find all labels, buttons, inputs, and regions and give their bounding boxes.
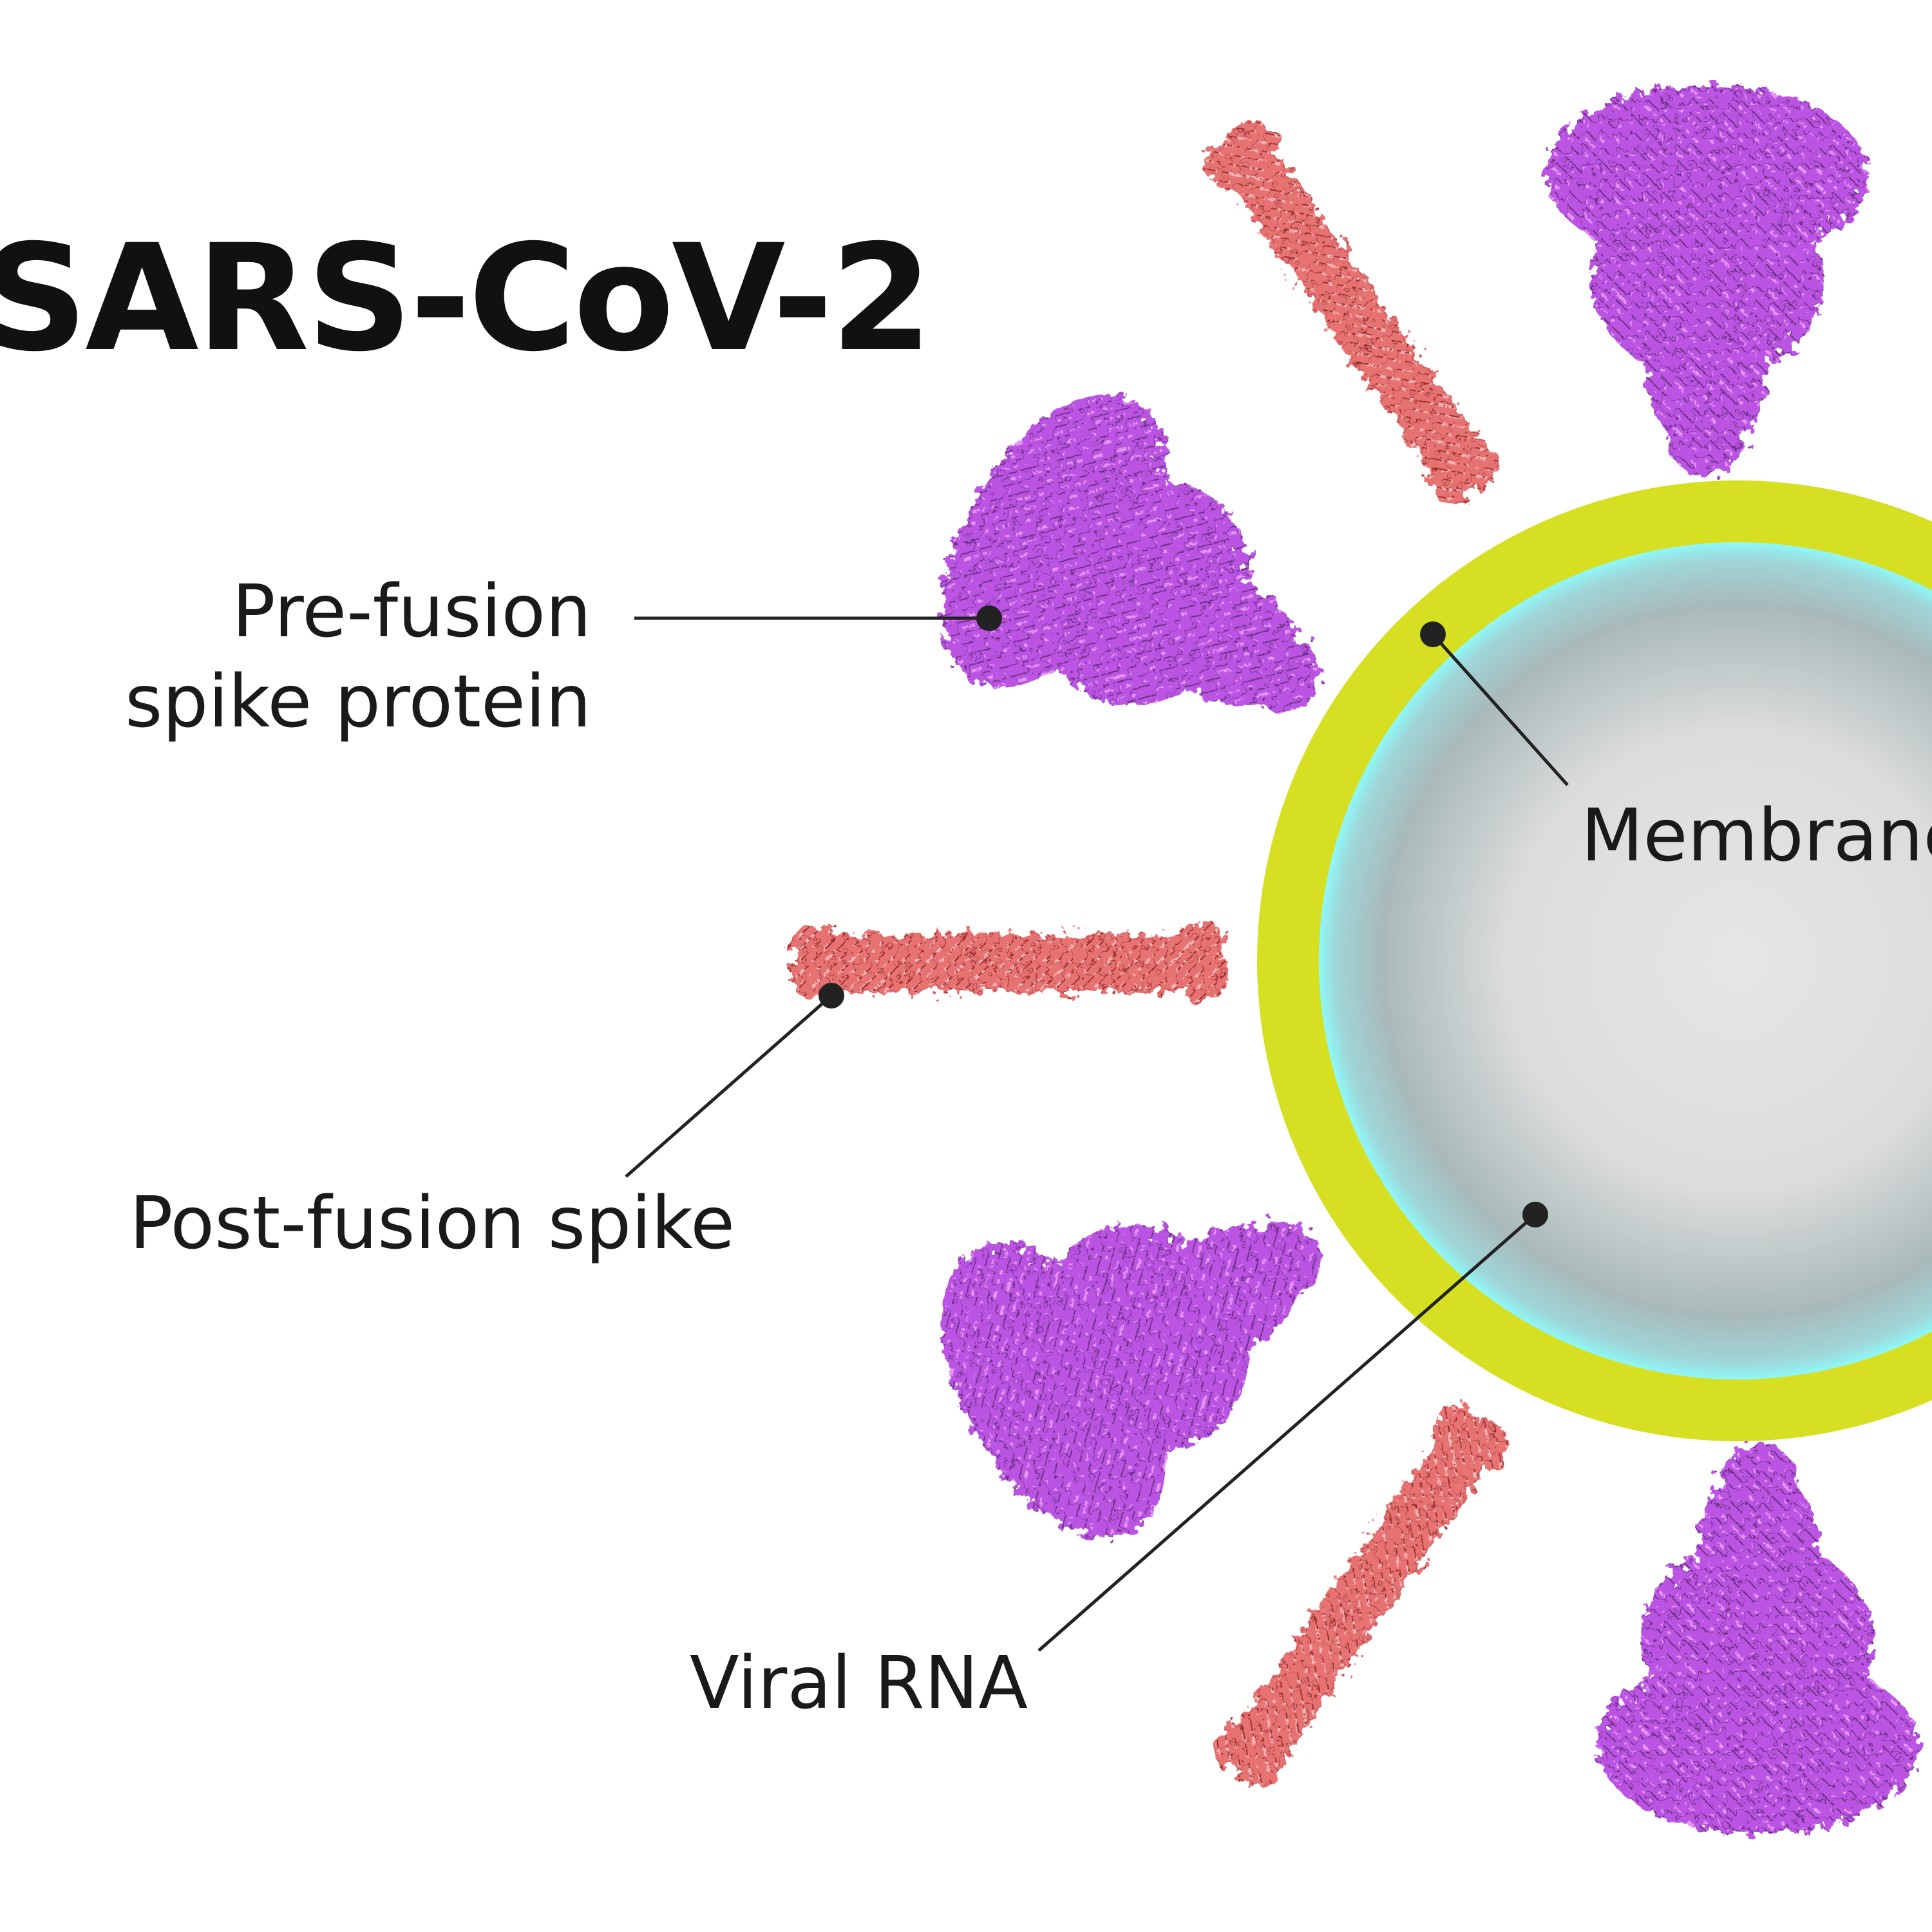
rna-leader-dot xyxy=(1522,1202,1548,1227)
postfusion-leader-line xyxy=(625,994,833,1178)
prefusion-leader-dot xyxy=(976,605,1002,631)
postfusion-spike-left xyxy=(792,924,1224,1001)
postfusion-label: Post-fusion spike xyxy=(129,1182,735,1265)
prefusion-spike-bottom-right xyxy=(1597,1443,1919,1835)
prefusion-label: Pre-fusion spike protein xyxy=(125,567,591,747)
membrane-label: Membrane xyxy=(1581,794,1932,878)
prefusion-label-line2: spike protein xyxy=(124,660,591,744)
prefusion-spike-top-right xyxy=(1546,84,1868,477)
postfusion-spike-bottom xyxy=(1205,1399,1517,1797)
membrane-leader-dot xyxy=(1420,621,1446,647)
rna-leader-line xyxy=(1037,1213,1537,1652)
viral-core xyxy=(1319,542,1932,1379)
postfusion-leader-dot xyxy=(819,983,844,1009)
postfusion-spike-top xyxy=(1198,114,1510,512)
viral-rna-label: Viral RNA xyxy=(690,1642,1028,1725)
membrane-leader-line xyxy=(1432,633,1569,786)
diagram-title: SARS-CoV-2 xyxy=(0,213,933,384)
prefusion-label-line1: Pre-fusion xyxy=(232,570,591,654)
